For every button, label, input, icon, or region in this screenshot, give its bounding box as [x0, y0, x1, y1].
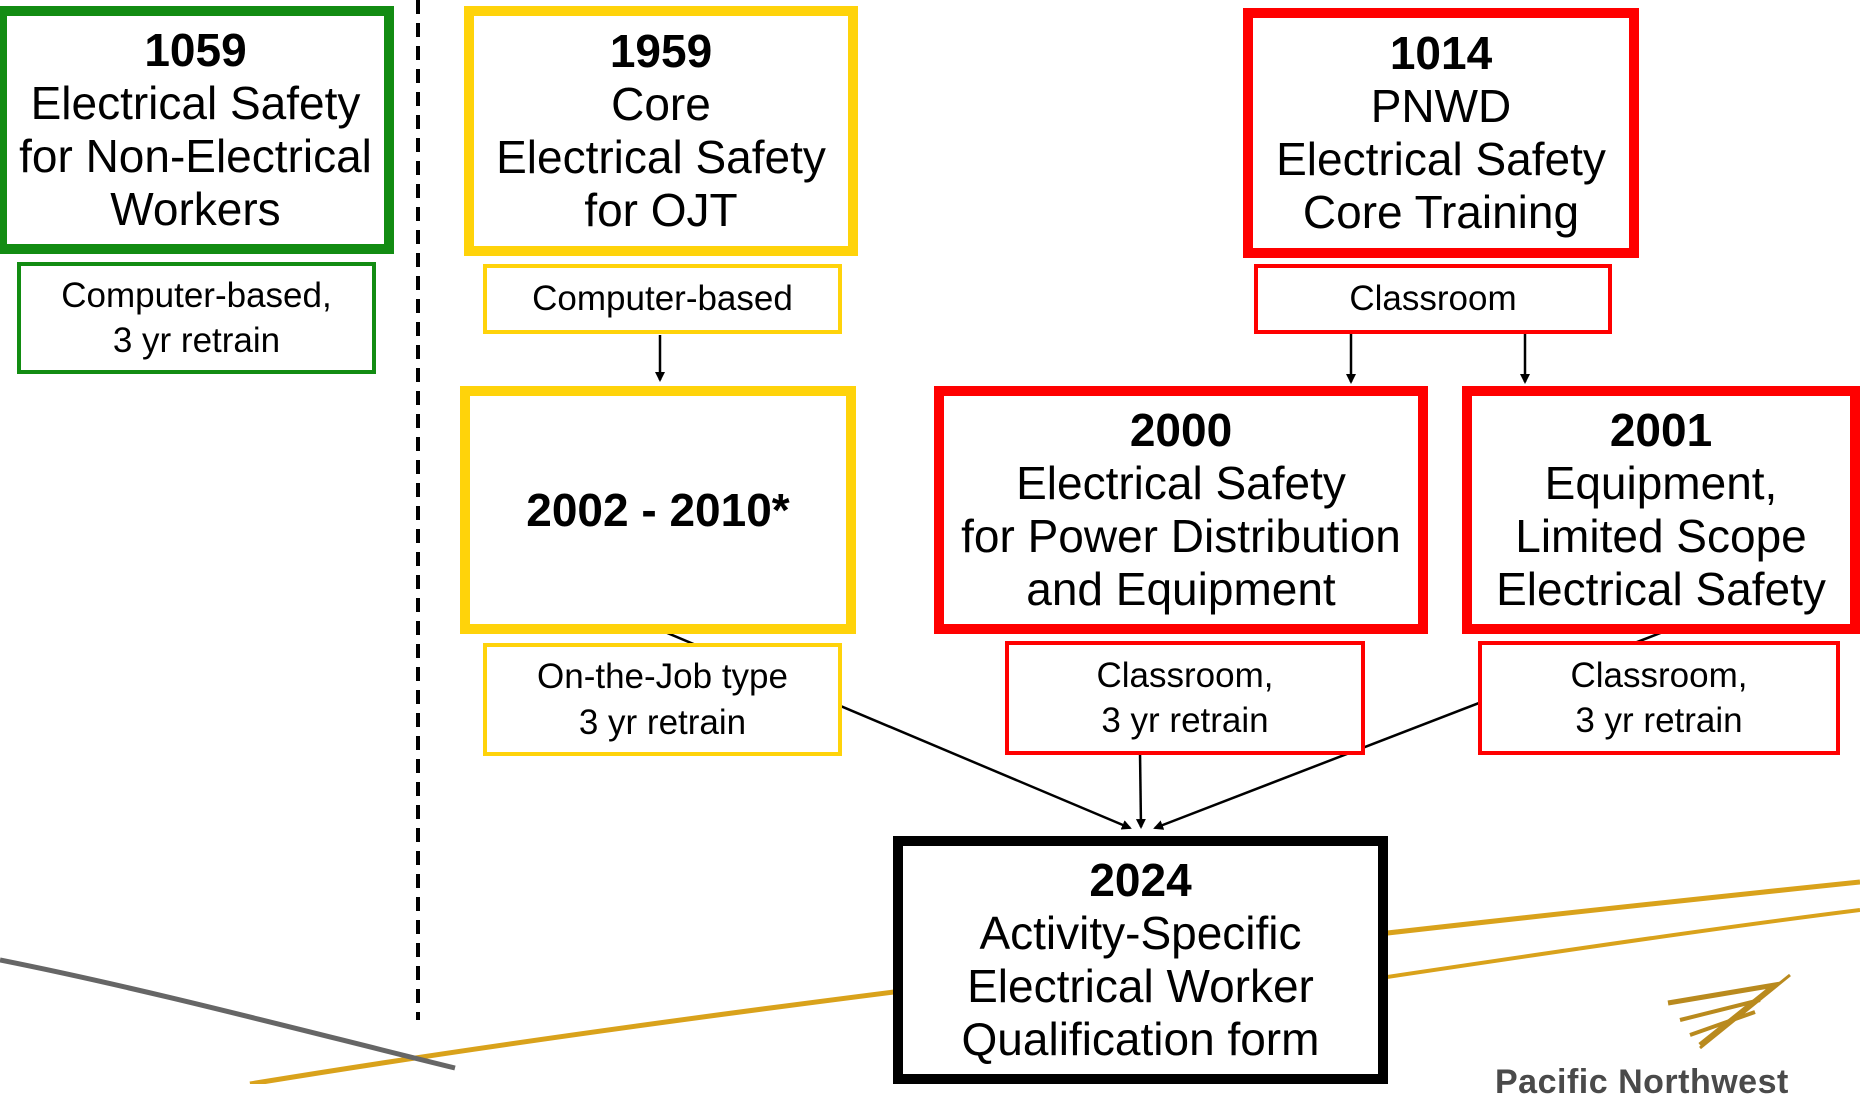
- delivery-1959: Computer-based: [483, 264, 842, 334]
- gray-swoosh: [0, 957, 456, 1071]
- delivery-1014: Classroom: [1254, 264, 1612, 334]
- title-2024: Activity-Specific Electrical Worker Qual…: [961, 907, 1320, 1065]
- box-2002-2010: 2002 - 2010*: [460, 386, 856, 634]
- title-1014: PNWD Electrical Safety Core Training: [1276, 80, 1606, 238]
- box-2000: 2000 Electrical Safety for Power Distrib…: [934, 386, 1428, 634]
- delivery-2001: Classroom, 3 yr retrain: [1478, 641, 1840, 755]
- title-1059: Electrical Safety for Non-Electrical Wor…: [19, 77, 372, 235]
- box-2001: 2001 Equipment, Limited Scope Electrical…: [1462, 386, 1860, 634]
- box-1014: 1014 PNWD Electrical Safety Core Trainin…: [1243, 8, 1639, 258]
- title-2001: Equipment, Limited Scope Electrical Safe…: [1496, 457, 1826, 615]
- code-1959: 1959: [609, 25, 713, 78]
- box-1059: 1059 Electrical Safety for Non-Electrica…: [0, 6, 394, 254]
- code-1059: 1059: [144, 24, 247, 77]
- code-2001: 2001: [1609, 404, 1713, 457]
- pnnl-logo-text: Pacific Northwest: [1495, 1063, 1789, 1101]
- box-2024: 2024 Activity-Specific Electrical Worker…: [893, 836, 1388, 1084]
- title-1959: Core Electrical Safety for OJT: [496, 78, 826, 236]
- arrow-2000-to-2024: [1135, 751, 1146, 829]
- code-1014: 1014: [1389, 27, 1493, 80]
- code-2000: 2000: [1129, 404, 1233, 457]
- pnnl-logo-icon: [1667, 973, 1791, 1050]
- delivery-2000: Classroom, 3 yr retrain: [1005, 641, 1365, 755]
- code-2024: 2024: [1089, 854, 1192, 907]
- box-1959: 1959 Core Electrical Safety for OJT: [464, 6, 858, 256]
- delivery-1059: Computer-based, 3 yr retrain: [17, 262, 376, 374]
- title-2000: Electrical Safety for Power Distribution…: [961, 457, 1401, 615]
- code-2002-2010: 2002 - 2010*: [526, 483, 790, 536]
- delivery-2002-2010: On-the-Job type 3 yr retrain: [483, 643, 842, 756]
